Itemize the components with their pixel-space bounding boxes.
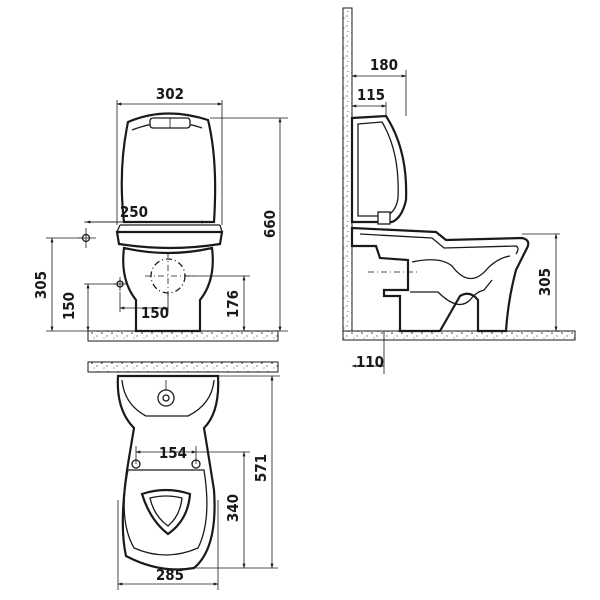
front-pedestal (122, 246, 214, 333)
top-bowl-length-label: 340 (224, 494, 242, 522)
front-outlet-height-label: 176 (224, 290, 242, 318)
top-outline (116, 374, 220, 571)
top-width-label: 285 (156, 566, 184, 584)
side-tank (350, 114, 408, 224)
side-bowl (350, 226, 530, 333)
top-total-length-label: 571 (252, 454, 270, 482)
top-bolt-spacing-label: 154 (159, 444, 187, 462)
side-wall (342, 7, 353, 340)
front-view: 302 660 250 305 150 150 176 (32, 85, 288, 342)
front-floor (87, 330, 279, 342)
front-outlet-label: 150 (141, 304, 169, 322)
side-wall-distance-label: 110 (356, 353, 384, 371)
side-depth-label: 180 (370, 56, 398, 74)
front-seat-rim (115, 230, 224, 250)
front-inlet-height-label: 305 (32, 271, 50, 299)
top-wall (87, 361, 279, 373)
side-tank-offset-label: 115 (357, 86, 385, 104)
front-width-label: 302 (156, 85, 184, 103)
top-view: 154 340 571 285 (87, 361, 280, 590)
front-inlet-spacing-label: 250 (120, 203, 148, 221)
side-view: 180 115 305 110 (342, 7, 576, 374)
side-floor (342, 330, 576, 341)
front-height-label: 660 (261, 210, 279, 238)
side-outlet-height-label: 305 (536, 268, 554, 296)
front-side-inlet-label: 150 (60, 292, 78, 320)
top-bowl-opening (140, 488, 192, 536)
front-tank (120, 112, 217, 224)
